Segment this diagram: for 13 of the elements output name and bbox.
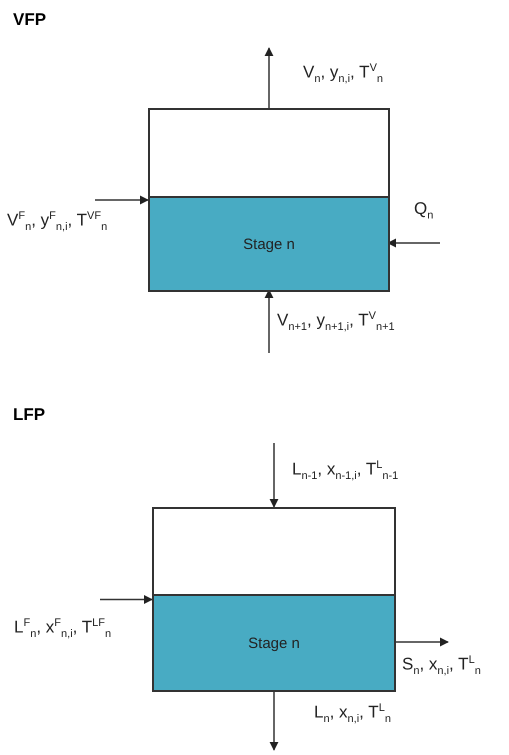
arrow <box>100 595 153 604</box>
arrow <box>270 690 278 751</box>
stage-band: Stage n <box>154 594 394 690</box>
vessel-box <box>152 507 396 692</box>
stage-band: Stage n <box>150 196 388 290</box>
arrow <box>95 196 149 204</box>
panel-heading: LFP <box>13 405 46 425</box>
arrow <box>270 443 278 508</box>
arrow <box>394 638 449 646</box>
arrow <box>264 47 274 108</box>
vessel-box <box>148 108 390 292</box>
panel-heading: VFP <box>13 10 46 30</box>
edge-label: Q$_{n}$ <box>413 199 434 222</box>
